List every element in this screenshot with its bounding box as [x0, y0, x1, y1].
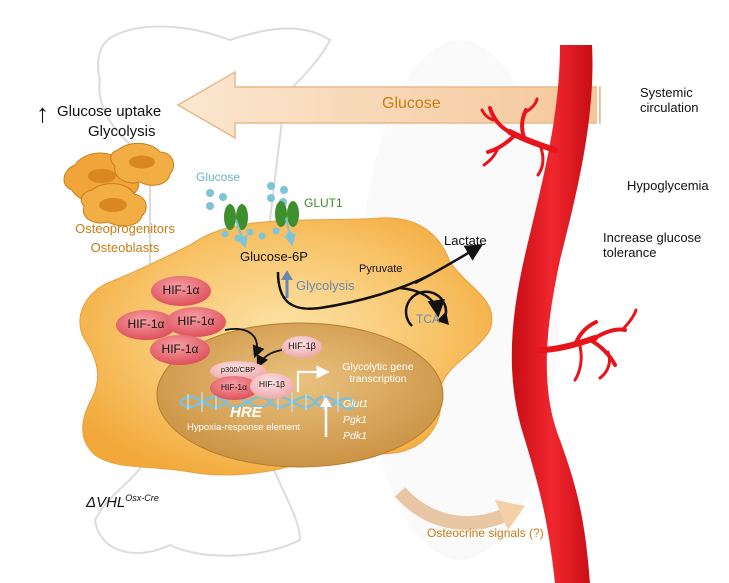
- glut1-label: GLUT1: [304, 196, 343, 210]
- hre-caption: Hypoxia-response element: [187, 422, 301, 433]
- osteocrine-label: Osteocrine signals (?): [427, 526, 544, 540]
- hif1b-complex: [250, 373, 294, 399]
- vhl-label: ΔVHLOsx-Cre: [86, 493, 159, 511]
- hre-label: HRE: [230, 404, 262, 421]
- tca-cycle-icon: [404, 290, 449, 327]
- nucleus: [156, 322, 444, 468]
- vhl-main: ΔVHL: [86, 494, 126, 511]
- transcription-arrow: [296, 365, 330, 392]
- tca-label: TCA: [416, 312, 440, 326]
- blood-vessel: [480, 45, 638, 583]
- hif1a-label-2: HIF-1α: [127, 317, 165, 331]
- hif1a-label-1: HIF-1α: [162, 283, 200, 297]
- glycolysis-top-label: Glycolysis: [88, 123, 156, 140]
- glucose-uptake-label: Glucose uptake: [57, 103, 162, 120]
- p300-cbp: [210, 361, 266, 381]
- increase-glucose-tolerance-label: Increase glucose tolerance: [603, 230, 702, 260]
- hif1b-free: [282, 336, 322, 358]
- genes-list: Glut1 Pgk1 Pdk1: [343, 398, 369, 442]
- glycolysis-cell-label: Glycolysis: [296, 278, 355, 293]
- osteo-cells-label: Osteoprogenitors Osteoblasts: [75, 221, 175, 255]
- up-arrow-glyph: ↑: [36, 98, 49, 128]
- hif-translocation-arrows: [224, 328, 283, 369]
- genes-up-arrow: [320, 397, 332, 437]
- glucose6p-label: Glucose-6P: [240, 249, 308, 264]
- hif1a-molecule-2: [116, 310, 176, 340]
- glucose-influx-arrows: [235, 217, 296, 249]
- pyruvate-label: Pyruvate: [359, 263, 403, 275]
- hypoglycemia-label: Hypoglycemia: [627, 178, 709, 193]
- vhl-superscript: Osx-Cre: [125, 493, 159, 503]
- vessel-branch-bottom: [537, 308, 638, 382]
- glycolytic-gene-label: Glycolytic gene transcription: [342, 361, 414, 386]
- vessel-branch-top: [480, 97, 558, 177]
- glucose-molecules-outside: [206, 182, 288, 210]
- lactate-label: Lactate: [444, 233, 487, 248]
- hif1a-molecule-1: [151, 276, 211, 306]
- hif1a-cluster: [116, 276, 226, 365]
- glut1-transporters: [224, 201, 299, 230]
- hif1a-complex-label: HIF-1α: [220, 382, 248, 392]
- pyruvate-lactate-path: [276, 244, 484, 318]
- hif1a-molecule-3: [166, 307, 226, 337]
- glucose-small-label: Glucose: [196, 170, 241, 184]
- hif-complex: [210, 361, 294, 400]
- hif1a-label-3: HIF-1α: [177, 314, 215, 328]
- hif1b-free-label: HIF-1β: [288, 341, 316, 351]
- glycolysis-up-arrow: [281, 270, 293, 298]
- hif1a-complex: [210, 376, 258, 400]
- osteoblast-cluster: [63, 143, 175, 227]
- osteocrine-arrow: [394, 487, 525, 531]
- hif1b-complex-label: HIF-1β: [258, 379, 286, 389]
- hif1a-molecule-4: [150, 335, 210, 365]
- hif1a-label-4: HIF-1α: [161, 342, 199, 356]
- glucose-arrow-label: Glucose: [382, 95, 441, 112]
- p300-label: p300/CBP: [220, 365, 256, 374]
- systemic-circulation-label: Systemic circulation: [640, 85, 699, 115]
